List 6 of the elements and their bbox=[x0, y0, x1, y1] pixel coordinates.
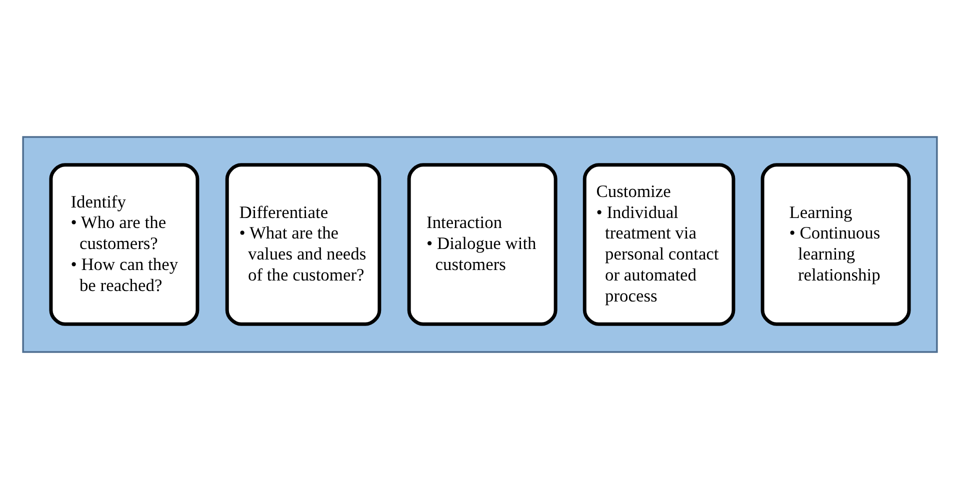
node-box: Identify • Who are the customers? • How can they be reached? bbox=[49, 162, 200, 326]
node-box: Interaction • Dialogue with customers bbox=[407, 162, 558, 326]
node-box: Differentiate • What are the values and needs of the customer? bbox=[225, 162, 382, 326]
node-box: Learning • Continuous learning relationship bbox=[760, 162, 911, 326]
cluster bbox=[22, 136, 938, 352]
node-box: Customize • Individual treatment via personal contact or automated process bbox=[582, 162, 736, 326]
